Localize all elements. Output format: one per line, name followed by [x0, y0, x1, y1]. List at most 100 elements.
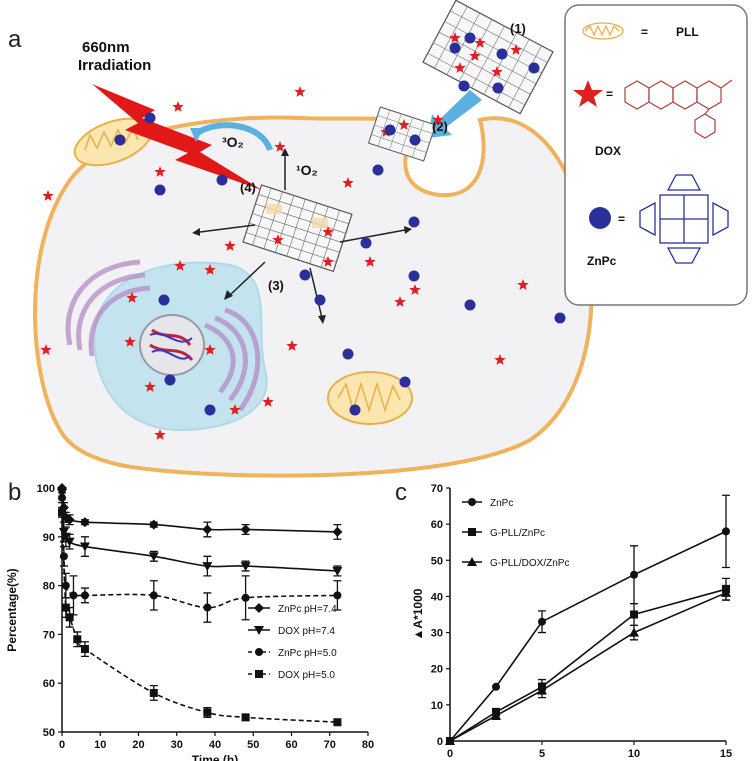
legend-marker	[468, 498, 476, 506]
step-3-label: (3)	[268, 278, 284, 293]
dox-star-icon	[469, 50, 481, 61]
legend-entry: ZnPc	[490, 498, 513, 509]
dox-star-icon	[398, 119, 410, 130]
znpc-dot-icon	[554, 312, 566, 324]
legend-box	[564, 4, 748, 306]
lightning-icon	[92, 84, 262, 190]
uptake-arrow	[428, 90, 482, 138]
x-tick-label: 10	[94, 739, 106, 751]
dox-star-icon	[342, 177, 354, 188]
dox-star-icon	[510, 44, 522, 55]
dox-star-icon	[262, 396, 274, 407]
y-tick-label: 90	[43, 532, 55, 544]
legend-equals-znpc: =	[618, 212, 625, 226]
data-point	[491, 710, 501, 720]
data-point	[445, 736, 455, 745]
data-point	[629, 627, 639, 637]
znpc-dot-icon	[458, 80, 470, 92]
y-tick-label: 40	[431, 591, 443, 603]
znpc-dot-icon	[408, 270, 420, 282]
y-tick-label: 60	[431, 519, 443, 531]
x-tick-label: 0	[59, 739, 65, 751]
data-point	[61, 581, 70, 590]
step-1-label: (1)	[510, 21, 526, 36]
y-tick-label: 80	[43, 581, 55, 593]
nucleolus	[139, 314, 205, 376]
panel-a-letter: a	[8, 26, 22, 53]
data-point	[241, 713, 250, 722]
znpc-dot-icon	[342, 348, 354, 360]
data-point	[332, 566, 343, 576]
oxygen-triplet-label: ³O₂	[222, 134, 244, 150]
panel-a: a 660nm Irradiation	[8, 0, 748, 478]
znpc-dot-icon	[496, 48, 508, 60]
dox-star-icon	[144, 381, 156, 392]
znpc-dot-icon	[492, 82, 504, 94]
znpc-dot-icon	[158, 294, 170, 306]
data-point	[492, 682, 500, 691]
x-tick-label: 40	[209, 739, 221, 751]
znpc-dot-icon	[164, 374, 176, 386]
y-axis-title: ▲A*1000	[411, 588, 425, 640]
series-line	[61, 512, 338, 723]
legend-znpc-label: ZnPc	[587, 254, 617, 268]
dox-star-icon	[517, 279, 529, 290]
dox-star-icon	[154, 166, 166, 177]
dox-star-icon	[322, 226, 334, 237]
x-tick-label: 15	[720, 748, 732, 760]
y-tick-label: 50	[43, 727, 55, 739]
dox-legend-star	[573, 80, 603, 107]
dox-star-icon	[454, 62, 466, 73]
data-point	[203, 708, 212, 717]
dox-star-icon	[286, 340, 298, 351]
oxygen-cycle-arrow	[194, 122, 273, 152]
graphene-sheet-endosome	[367, 106, 437, 162]
dox-star-icon	[174, 260, 186, 271]
dox-star-icon	[229, 404, 241, 415]
znpc-dot-icon	[360, 237, 372, 249]
x-tick-label: 30	[171, 739, 183, 751]
series-DOX pH=5.0	[58, 506, 342, 727]
pll-legend-icon	[582, 22, 624, 40]
data-point	[241, 593, 250, 602]
x-tick-label: 60	[285, 739, 297, 751]
legend-entry: G-PLL/ZnPc	[490, 528, 545, 539]
data-point	[80, 645, 89, 654]
graphene-sheet-center	[242, 184, 353, 273]
oxygen-singlet-label: ¹O₂	[296, 162, 318, 178]
dox-star-icon	[394, 296, 406, 307]
znpc-structure-icon	[639, 174, 729, 264]
legend-pll-label: PLL	[676, 25, 699, 39]
znpc-dot-icon	[408, 216, 420, 228]
znpc-dot-icon	[299, 269, 311, 281]
series-ZnPc pH=5.0	[58, 492, 342, 623]
y-tick-label: 70	[431, 483, 443, 495]
mitochondrion-bottom	[327, 371, 413, 425]
dox-star-icon	[449, 32, 461, 43]
znpc-dot-icon	[449, 42, 461, 54]
data-point	[149, 591, 158, 600]
x-tick-label: 50	[247, 739, 259, 751]
data-point	[630, 570, 638, 579]
data-point	[332, 526, 343, 537]
data-point	[148, 552, 159, 562]
legend-entry: DOX pH=7.4	[278, 626, 335, 637]
znpc-dot-icon	[399, 376, 411, 388]
dox-structure-icon	[624, 79, 733, 139]
data-point	[203, 603, 212, 612]
release-arrows	[199, 224, 406, 319]
y-axis-title: Percentage(%)	[5, 568, 19, 651]
legend-marker	[254, 626, 264, 635]
legend-entry: ZnPc pH=7.4	[278, 604, 337, 615]
dox-star-icon	[126, 292, 138, 303]
drug-molecules	[40, 32, 566, 440]
x-axis-title: Time (h)	[192, 753, 238, 761]
y-tick-label: 10	[431, 700, 443, 712]
dox-star-icon	[274, 141, 286, 152]
dox-star-icon	[409, 284, 421, 295]
series-G-PLL/DOX/ZnPc	[445, 584, 731, 745]
y-tick-label: 70	[43, 629, 55, 641]
